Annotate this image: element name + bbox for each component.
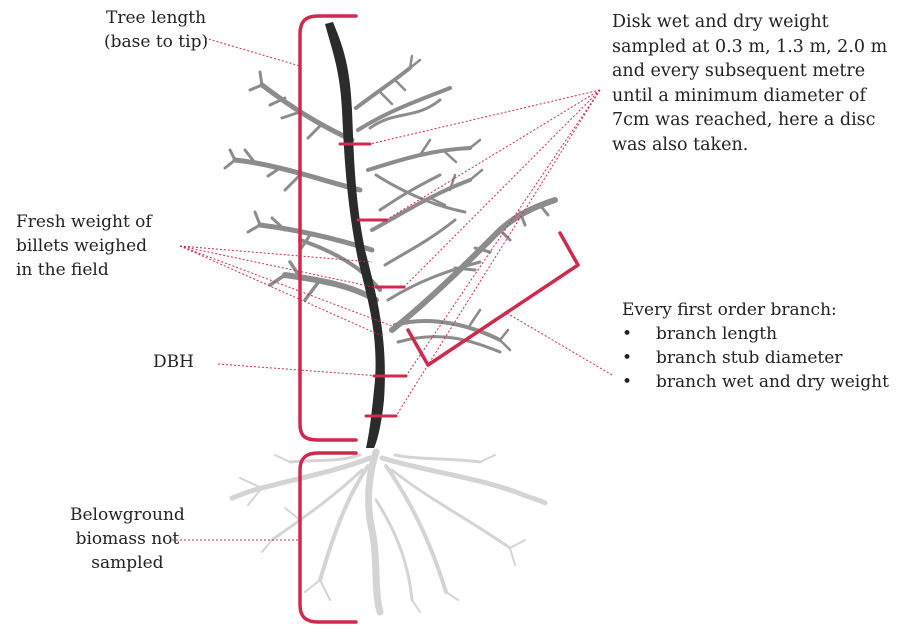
- belowground-line-2: biomass not: [70, 527, 185, 551]
- disk-label-line-5: 7cm was reached, here a disc: [612, 108, 887, 133]
- fresh-weight-line-3: in the field: [16, 258, 152, 282]
- branch-item-weight: branch wet and dry weight: [622, 370, 889, 394]
- branch-bracket: [408, 233, 578, 365]
- dbh-label: DBH: [153, 350, 194, 374]
- disk-label-line-4: until a minimum diameter of: [612, 84, 887, 109]
- disk-label-line-3: and every subsequent metre: [612, 59, 887, 84]
- fresh-weight-line-2: billets weighed: [16, 234, 152, 258]
- branch-system: [225, 56, 555, 352]
- disk-label-line-2: sampled at 0.3 m, 1.3 m, 2.0 m: [612, 35, 887, 60]
- belowground-label: Belowground biomass not sampled: [70, 503, 185, 575]
- fresh-weight-line-1: Fresh weight of: [16, 210, 152, 234]
- branch-item-stub-diameter: branch stub diameter: [622, 346, 889, 370]
- tree-length-label: Tree length (base to tip): [104, 6, 208, 54]
- branch-measurement-list: branch length branch stub diameter branc…: [622, 322, 889, 394]
- disk-label-line-1: Disk wet and dry weight: [612, 10, 887, 35]
- branch-item-length: branch length: [622, 322, 889, 346]
- first-order-branch-label: Every first order branch: branch length …: [622, 298, 889, 394]
- tree-length-label-line-1: Tree length: [104, 6, 208, 30]
- branch-label-title: Every first order branch:: [622, 298, 889, 322]
- tree-length-label-line-2: (base to tip): [104, 30, 208, 54]
- root-system: [232, 452, 545, 612]
- belowground-line-1: Belowground: [70, 503, 185, 527]
- fresh-weight-label: Fresh weight of billets weighed in the f…: [16, 210, 152, 282]
- disk-weight-label: Disk wet and dry weight sampled at 0.3 m…: [612, 10, 887, 157]
- belowground-line-3: sampled: [70, 551, 185, 575]
- tree-trunk: [325, 22, 385, 448]
- disk-label-line-6: was also taken.: [612, 133, 887, 158]
